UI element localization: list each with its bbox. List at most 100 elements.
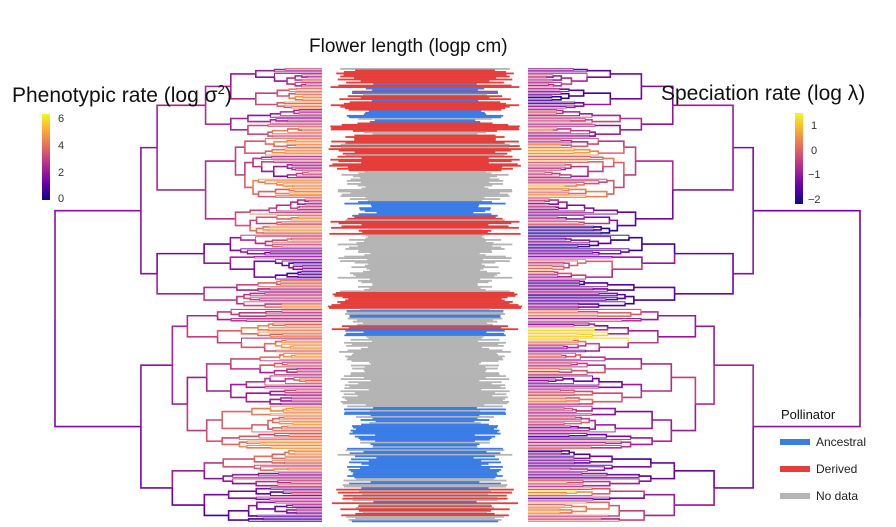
tree-branch [288,192,322,194]
tree-branch [276,102,285,105]
tree-branch [528,478,640,482]
legend-label-ancestral: Ancestral [816,435,867,449]
tree-branch [269,398,281,402]
tree-branch [293,111,300,115]
tree-branch [585,190,608,195]
tree-branch [294,145,322,147]
tree-branch [252,157,262,163]
tree-branch [528,449,563,451]
tree-branch [296,206,300,209]
tree-branch [617,296,626,300]
tree-branch [566,399,580,402]
tree-branch [272,165,288,172]
tree-branch [255,73,275,78]
tree-branch [287,425,322,427]
tree-branch [528,512,561,515]
tree-branch [247,249,322,253]
tree-branch [590,156,604,159]
flower-length-bar [344,387,506,390]
tree-branch [280,307,322,309]
tree-branch [579,112,593,116]
tree-branch [593,228,602,231]
tree-branch [528,325,595,328]
tree-branch [297,271,301,274]
tree-branch [528,140,562,142]
tree-branch [561,168,567,171]
tree-branch [568,89,585,94]
tree-branch [528,433,588,435]
tree-branch [650,462,676,471]
tree-branch [301,75,308,78]
tree-branch [276,183,284,186]
flower-length-bar [355,506,495,509]
tree-branch [277,479,322,482]
tree-branch [259,468,275,471]
tree-branch [528,237,567,240]
tree-branch [268,210,322,213]
tree-branch [274,188,290,192]
tree-branch [274,508,287,513]
tree-branch [54,209,141,319]
tree-branch [249,219,257,226]
tree-branch [297,208,322,210]
tree-branch [641,363,673,378]
tree-branch [280,304,322,306]
tree-branch [574,151,591,154]
tree-branch [286,506,322,509]
tree-branch [251,411,271,416]
left-panel-title: Phenotypic rate (log σ2) [12,82,232,108]
tree-branch [280,222,322,224]
tree-branch [528,301,626,304]
tree-branch [262,228,270,231]
flower-length-bar [358,172,492,175]
tree-branch [301,171,309,174]
tree-branch [284,391,322,394]
tree-branch [273,140,288,145]
tree-branch [581,417,591,421]
flower-length-bar [361,161,489,164]
flower-length-bar [352,214,498,217]
tree-branch [258,298,322,300]
tree-branch [528,302,580,305]
tree-branch [641,85,674,106]
tree-branch [284,458,322,460]
tree-branch [528,246,579,248]
flower-length-bar [364,254,486,256]
tree-branch [584,282,609,285]
tree-branch [753,209,861,319]
tree-branch [528,367,560,370]
flower-length-bar [349,461,501,464]
tree-branch [528,125,596,127]
tree-branch [528,361,578,364]
tree-branch [568,188,587,192]
tree-branch [553,128,558,131]
tree-branch [257,190,276,195]
tree-branch [528,168,562,170]
tree-branch [578,340,587,344]
tree-branch [528,487,593,489]
tree-branch [528,335,593,338]
tree-branch [630,437,653,442]
tree-branch [253,459,273,463]
tree-branch [295,93,322,95]
tree-branch [140,364,173,427]
tree-branch [567,345,579,349]
tree-branch [271,157,322,159]
tree-branch [245,381,265,385]
tree-branch [276,93,290,97]
flower-length-bar [355,517,495,520]
tree-branch [528,355,562,357]
tree-branch [528,184,566,187]
tree-branch [585,194,608,198]
tree-branch [528,208,559,210]
tree-branch [284,454,322,457]
tree-branch [291,237,322,240]
tree-branch [574,104,585,108]
flower-length-bar [351,520,499,523]
tree-branch [222,458,255,463]
tree-branch [528,132,591,135]
tree-branch [286,509,297,512]
left-tick: 2 [58,167,65,179]
tree-branch [598,240,612,245]
tree-branch [528,149,575,151]
